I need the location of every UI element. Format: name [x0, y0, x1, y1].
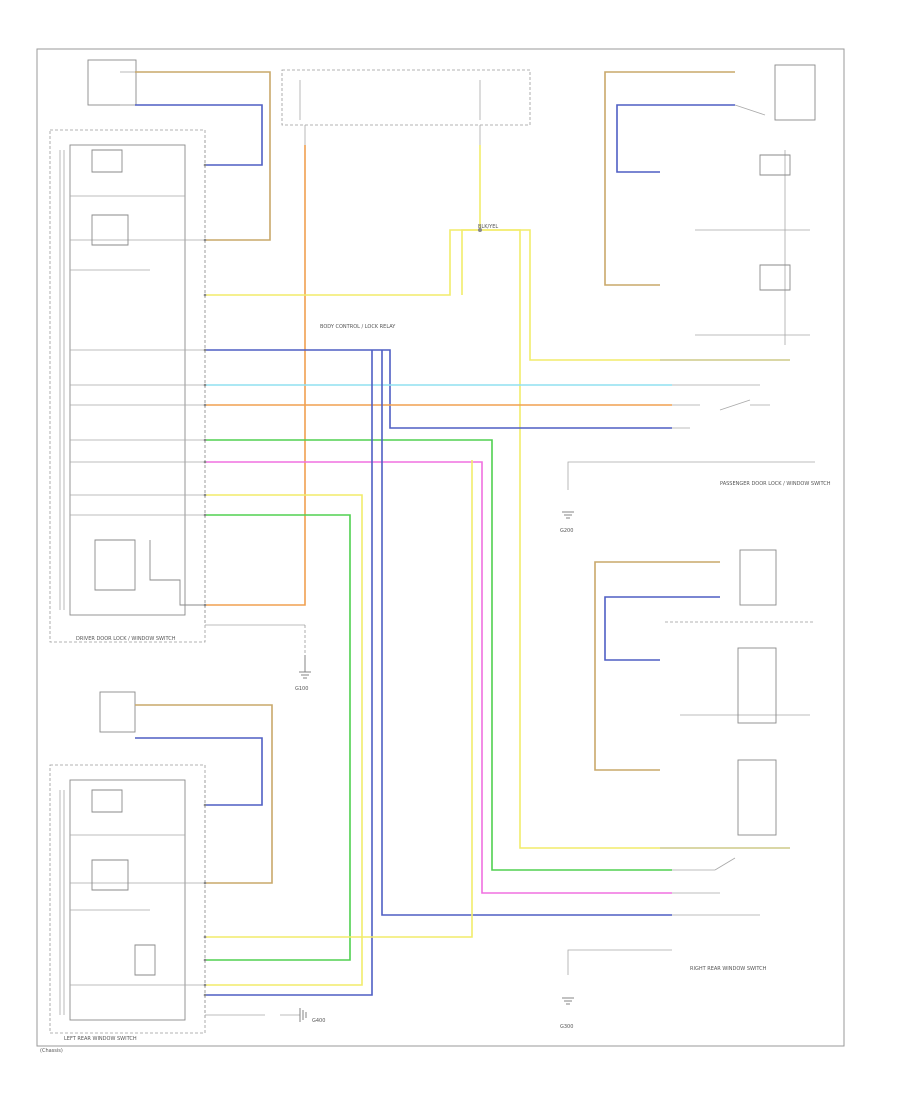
wire-blue-long-2	[381, 350, 672, 916]
driver-connector-pins	[204, 140, 306, 655]
footer-label: (Chassis)	[40, 1048, 63, 1054]
passenger-switch-caption: PASSENGER DOOR LOCK / WINDOW SWITCH	[720, 481, 831, 487]
right-side-switch-row	[660, 359, 790, 429]
splice-label: BLK/YEL	[478, 224, 498, 230]
left-rear-switch-caption: LEFT REAR WINDOW SWITCH	[64, 1036, 137, 1042]
wire-green-left	[205, 514, 351, 961]
ground-label-g100: G100	[295, 686, 308, 692]
ground-symbol: G100	[295, 655, 311, 692]
center-harness-label: BODY CONTROL / LOCK RELAY	[320, 324, 396, 330]
top-right-switch	[604, 64, 816, 345]
right-rear-switch-caption: RIGHT REAR WINDOW SWITCH	[690, 966, 767, 972]
passenger-ground: G200 PASSENGER DOOR LOCK / WINDOW SWITCH	[560, 461, 831, 534]
wire-yellow-splice-b	[461, 229, 480, 295]
wire-blue-driver	[135, 104, 263, 166]
top-center-module	[281, 69, 531, 145]
wire-tan-driver	[135, 71, 271, 241]
driver-switch-caption: DRIVER DOOR LOCK / WINDOW SWITCH	[76, 636, 176, 642]
wire-yellow-rear	[205, 460, 473, 938]
top-left-connector	[87, 59, 137, 106]
connector-dots	[203, 163, 482, 997]
right-rear-switch: G300 RIGHT REAR WINDOW SWITCH	[560, 857, 767, 1030]
ground-label-g300: G300	[560, 1024, 573, 1030]
wire-blue-long	[205, 350, 373, 996]
driver-door-switch: DRIVER DOOR LOCK / WINDOW SWITCH	[49, 129, 206, 643]
middle-right-switch	[594, 549, 815, 849]
wire-orange	[205, 145, 306, 606]
wire-yellow-left	[205, 494, 363, 986]
ground-label-g400: G400	[312, 1018, 325, 1024]
wire-green	[205, 439, 672, 871]
diagram-frame	[36, 48, 845, 1047]
wire-pink	[205, 461, 672, 894]
ground-label-g200: G200	[560, 528, 573, 534]
wire-yellow-splice-d	[480, 229, 790, 361]
wire-blue-across	[205, 349, 672, 429]
wire-yellow-splice-c	[480, 229, 790, 849]
left-rear-switch: G400 LEFT REAR WINDOW SWITCH	[49, 691, 325, 1042]
